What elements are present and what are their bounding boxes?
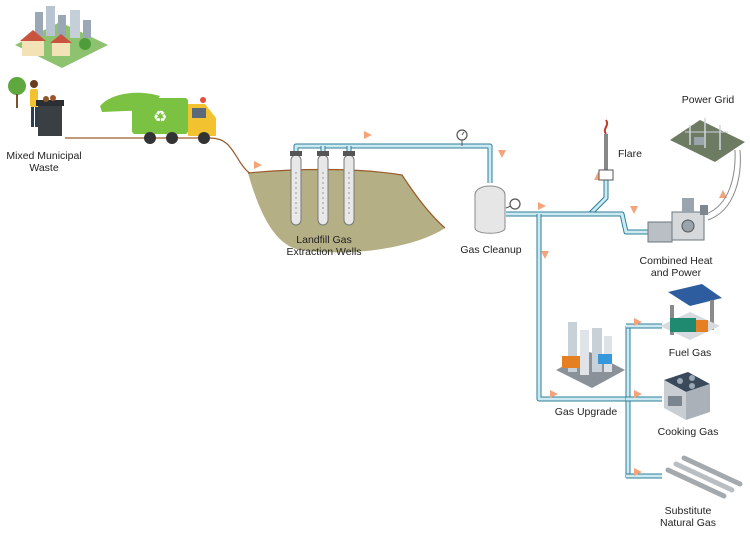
gas-pipeline-icon (665, 455, 743, 499)
label-chp-line1: Combined Heat (640, 255, 713, 267)
label-flare: Flare (618, 148, 642, 160)
gas-upgrade-plant-icon (556, 322, 625, 388)
flow-arrow (634, 318, 642, 326)
flow-arrow (630, 206, 638, 214)
flow-arrow (719, 190, 727, 198)
flow-arrow (541, 251, 549, 259)
label-cooking-gas: Cooking Gas (658, 426, 719, 438)
label-upgrade: Gas Upgrade (555, 406, 618, 418)
gas-cleanup-tank-icon (474, 185, 521, 234)
label-sng-line1: Substitute (665, 505, 712, 517)
label-waste-line2: Waste (29, 162, 59, 174)
label-fuel-gas: Fuel Gas (669, 347, 712, 359)
flow-arrow (254, 161, 262, 169)
fuel-station-icon (660, 284, 722, 340)
chp-engine-icon (647, 198, 708, 243)
person-with-waste-bin-icon (8, 77, 64, 136)
label-wells-line2: Extraction Wells (286, 246, 361, 258)
label-chp-line2: and Power (651, 267, 702, 279)
garbage-truck-icon: ♻ (100, 92, 216, 144)
grid-connection-lines (705, 149, 741, 221)
flow-arrow (538, 202, 546, 210)
flow-arrow (364, 131, 372, 139)
extraction-well-icon (290, 151, 355, 226)
label-waste-line1: Mixed Municipal (6, 150, 81, 162)
label-wells-line1: Landfill Gas (296, 234, 351, 246)
cooking-stove-icon (664, 372, 710, 420)
flow-arrow (550, 390, 558, 398)
power-grid-substation-icon (670, 118, 745, 162)
flow-arrow (634, 468, 642, 476)
flare-stack-icon (598, 119, 614, 181)
flow-arrow (498, 150, 506, 158)
label-cleanup: Gas Cleanup (460, 244, 521, 256)
flow-arrow (634, 390, 642, 398)
pressure-gauge-icon (456, 129, 468, 146)
waste-path-line (65, 137, 251, 174)
flow-arrows (254, 131, 727, 476)
pipe-network (293, 143, 662, 479)
label-sng-line2: Natural Gas (660, 517, 716, 529)
svg-text:♻: ♻ (153, 107, 167, 126)
city-houses-icon (15, 6, 108, 68)
label-power-grid: Power Grid (682, 94, 735, 106)
